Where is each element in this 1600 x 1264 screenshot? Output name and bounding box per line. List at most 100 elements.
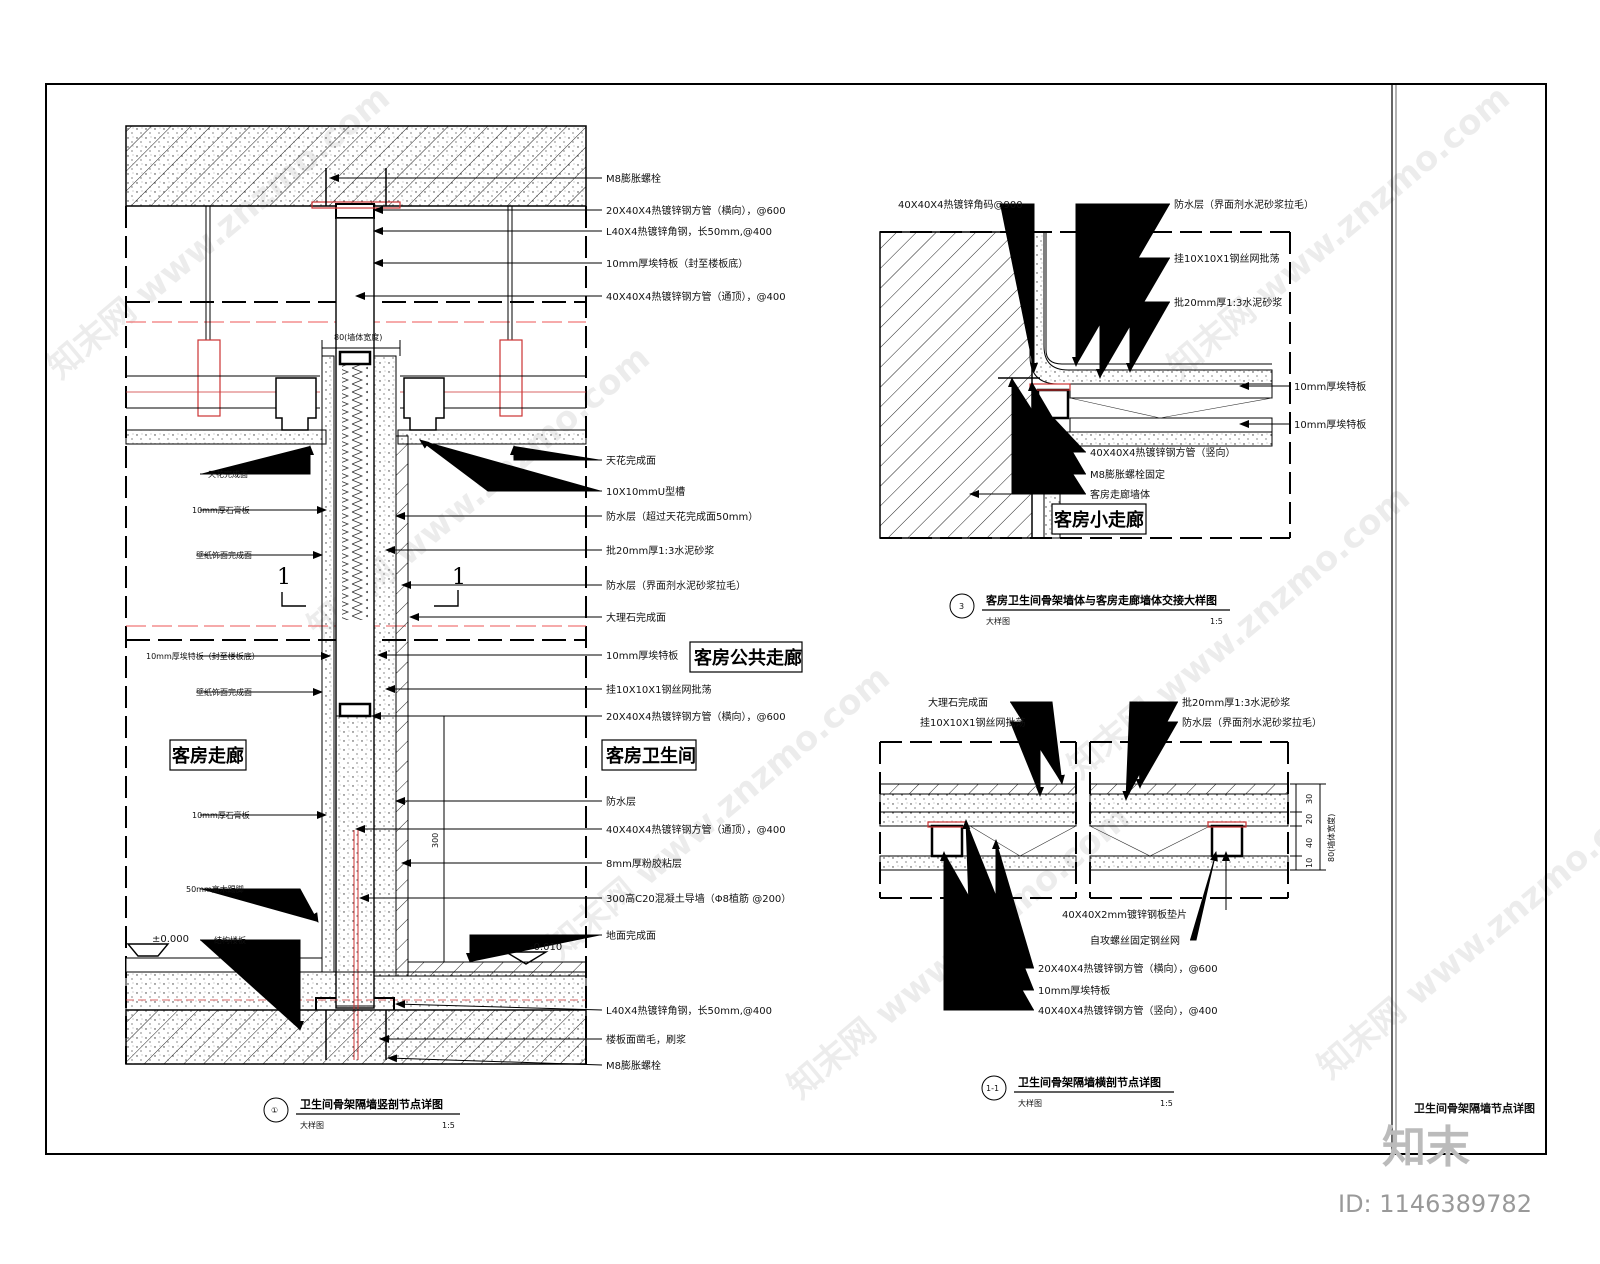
detail3-scale: 1:5	[1160, 1099, 1173, 1108]
label-ceiling-finish: 天花完成面	[606, 454, 656, 467]
detail1-texts: M8膨胀螺栓 20X40X4热镀锌钢方管（横向），@600 L40X4热镀锌角钢…	[146, 172, 803, 1130]
detail3-scale-label: 大样图	[1018, 1098, 1042, 1108]
junction-label-board-2: 10mm厚埃特板	[1294, 418, 1366, 431]
concrete-curb	[335, 715, 375, 1007]
room-label-small-corridor: 客房小走廊	[1054, 509, 1144, 531]
wall-core-zig	[342, 360, 368, 620]
finish-layer	[1045, 232, 1272, 365]
label-adhesive: 8mm厚粉胶粘层	[606, 857, 682, 870]
hsection-label-screw: 自攻螺丝固定钢丝网	[1090, 934, 1180, 947]
left-label-wallpaper: 壁纸饰面完成面	[196, 550, 252, 560]
dim-30: 30	[1305, 794, 1314, 804]
label-slab-rough: 楼板面凿毛，刷浆	[606, 1033, 686, 1046]
watermark: 知末网 www.znzmo.com	[1310, 778, 1600, 1087]
label-marble: 大理石完成面	[606, 611, 666, 624]
steel-tube-low	[338, 702, 372, 718]
left-label-ceiling: 天花完成面	[208, 469, 248, 479]
room-label-public-corridor: 客房公共走廊	[694, 647, 802, 669]
section-mark-left: 1	[277, 565, 291, 590]
label-angle-steel-2: L40X4热镀锌角钢，长50mm,@400	[606, 1004, 772, 1017]
label-anchor-bolt-2: M8膨胀螺栓	[606, 1059, 661, 1072]
label-waterproof-rough: 防水层（界面剂水泥砂浆拉毛）	[606, 579, 746, 592]
label-u-channel: 10X10mmU型槽	[606, 485, 685, 498]
section-mark-right: 1	[452, 565, 466, 590]
hsection-leaders	[940, 701, 1230, 1011]
dim-40: 40	[1305, 838, 1314, 848]
room-label-box	[601, 739, 697, 771]
left-label-slab: 结构楼板	[214, 935, 246, 945]
core-zig	[1069, 397, 1273, 419]
left-board	[321, 355, 335, 973]
junction-leaders	[969, 203, 1290, 498]
stone-layer	[879, 783, 1077, 795]
room-label-box	[689, 641, 803, 673]
detail-junction: 40X40X4热镀锌角码@900 防水层（界面剂水泥砂浆拉毛） 挂10X10X1…	[879, 198, 1366, 626]
leaders-right	[329, 174, 603, 1066]
image-id: ID: 1146389782	[1338, 1190, 1532, 1218]
leaders-left	[200, 445, 331, 1031]
junction-label-tube: 40X40X4热镀锌钢方管（竖向）	[1090, 446, 1236, 459]
detail-bubble	[981, 1075, 1007, 1101]
detail-bubble-number: ①	[271, 1106, 278, 1115]
dim-10: 10	[1305, 858, 1314, 868]
junction-label-board-1: 10mm厚埃特板	[1294, 380, 1366, 393]
detail-vertical-section	[125, 125, 603, 1066]
detail2-scale: 1:5	[1210, 617, 1223, 626]
left-label-gypsum: 10mm厚石膏板	[192, 505, 250, 515]
section-mark	[281, 592, 306, 607]
mortar-layer	[879, 793, 1077, 813]
hanger-clip	[197, 339, 221, 417]
steel-shim	[1207, 821, 1247, 828]
sheet-border	[45, 83, 1547, 1155]
ceiling-board	[125, 429, 327, 445]
dim-total: 80(墙体宽度)	[1326, 814, 1336, 862]
sheet-title: 卫生间骨架隔墙节点详图	[1414, 1101, 1535, 1115]
label-angle-steel: L40X4热镀锌角钢，长50mm,@400	[606, 225, 772, 238]
detail-bubble	[949, 593, 975, 619]
elevation-left: ±0.000	[152, 934, 189, 945]
label-wire-mesh: 挂10X10X1钢丝网批荡	[606, 683, 712, 696]
room-label-box	[1051, 503, 1147, 535]
brand-logo: 知末	[1382, 1122, 1470, 1173]
watermark: 知末网 www.znzmo.com	[540, 658, 898, 967]
label-eternit: 10mm厚埃特板	[606, 649, 678, 662]
junction-label-wall: 客房走廊墙体	[1090, 488, 1150, 501]
elevation-right: -0.010	[530, 942, 562, 953]
left-label-wallpaper-2: 壁纸饰面完成面	[196, 687, 252, 697]
hsection-label-shim: 40X40X2mm镀锌钢板垫片	[1062, 908, 1187, 921]
label-tube-horizontal: 20X40X4热镀锌钢方管（横向），@600	[606, 204, 786, 217]
board-layer	[879, 811, 1077, 827]
board-top	[1069, 383, 1273, 399]
steel-tube	[1210, 824, 1244, 858]
hsection-label-tube-h: 20X40X4热镀锌钢方管（横向），@600	[1038, 962, 1218, 975]
label-tube-horizontal-2: 20X40X4热镀锌钢方管（横向），@600	[606, 710, 786, 723]
junction-label-waterproof: 防水层（界面剂水泥砂浆拉毛）	[1174, 198, 1314, 211]
left-label-eternit: 10mm厚埃特板（封至楼板底）	[146, 651, 260, 661]
dim-wall-width: 80(墙体宽度)	[334, 332, 382, 342]
structural-slab-fill	[126, 1010, 586, 1064]
hsection-label-mesh: 挂10X10X1钢丝网批荡	[920, 716, 1026, 729]
elevation-marker	[126, 943, 170, 957]
detail-bubble	[263, 1097, 289, 1123]
steel-tube	[930, 824, 964, 858]
room-label-corridor: 客房走廊	[172, 745, 244, 767]
junction-label-mortar: 批20mm厚1:3水泥砂浆	[1174, 296, 1282, 309]
hsection-label-marble: 大理石完成面	[928, 696, 988, 709]
detail-horizontal-section: 大理石完成面 挂10X10X1钢丝网批荡 批20mm厚1:3水泥砂浆 防水层（界…	[879, 696, 1336, 1108]
label-tube-full: 40X40X4热镀锌钢方管（通顶），@400	[606, 290, 786, 303]
detail-bubble-number: 3	[959, 602, 964, 611]
junction-label-mesh: 挂10X10X1钢丝网批荡	[1174, 252, 1280, 265]
right-stone	[395, 435, 409, 977]
junction-label-angle: 40X40X4热镀锌角码@900	[898, 198, 1023, 211]
label-floor-finish: 地面完成面	[606, 929, 656, 942]
left-label-skirting: 50mm高木踢脚	[186, 884, 244, 894]
label-tube-full-2: 40X40X4热镀锌钢方管（通顶），@400	[606, 823, 786, 836]
mortar-layer	[1089, 793, 1289, 813]
board-bottom	[1069, 417, 1273, 433]
detail2-title: 客房卫生间骨架墙体与客房走廊墙体交接大样图	[985, 593, 1217, 607]
left-label-gypsum-2: 10mm厚石膏板	[192, 810, 250, 820]
label-concrete-curb: 300高C20混凝土导墙（Φ8植筋 @200）	[606, 892, 791, 905]
right-render	[373, 355, 397, 977]
detail1-title: 卫生间骨架隔墙竖剖节点详图	[300, 1097, 443, 1111]
